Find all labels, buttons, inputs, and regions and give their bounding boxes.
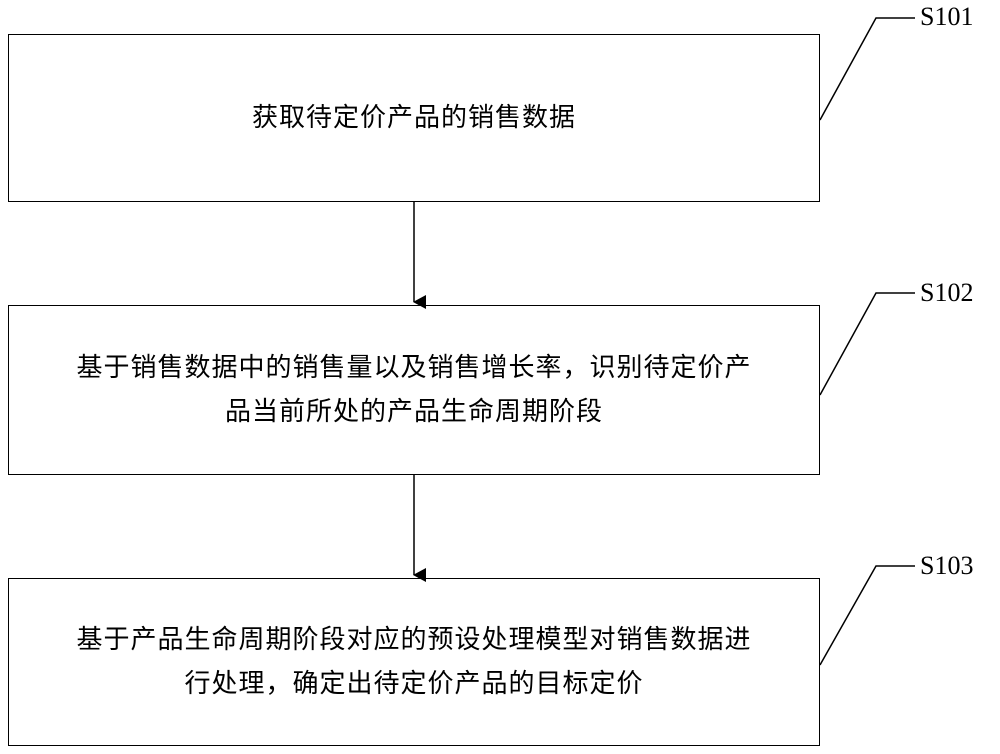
step-text-s103: 基于产品生命周期阶段对应的预设处理模型对销售数据进 行处理，确定出待定价产品的目… — [76, 618, 751, 706]
leader-line-s101 — [819, 17, 915, 121]
step-text-line: 行处理，确定出待定价产品的目标定价 — [184, 669, 644, 699]
step-text-line: 品当前所处的产品生命周期阶段 — [224, 397, 603, 427]
step-box-s101: 获取待定价产品的销售数据 — [8, 34, 820, 202]
step-id-s102: S102 — [920, 278, 974, 307]
step-text-line: 基于销售数据中的销售量以及销售增长率，识别待定价产 — [76, 353, 752, 383]
step-box-s103: 基于产品生命周期阶段对应的预设处理模型对销售数据进 行处理，确定出待定价产品的目… — [8, 578, 820, 746]
step-text-line: 获取待定价产品的销售数据 — [251, 103, 576, 133]
step-id-s103: S103 — [920, 551, 974, 580]
step-box-s102: 基于销售数据中的销售量以及销售增长率，识别待定价产 品当前所处的产品生命周期阶段 — [8, 305, 820, 475]
leader-line-s102 — [819, 292, 915, 396]
step-text-line: 基于产品生命周期阶段对应的预设处理模型对销售数据进 — [76, 625, 752, 655]
step-id-s101: S101 — [920, 2, 974, 31]
step-text-s101: 获取待定价产品的销售数据 — [252, 96, 576, 140]
step-text-s102: 基于销售数据中的销售量以及销售增长率，识别待定价产 品当前所处的产品生命周期阶段 — [76, 346, 751, 434]
leader-line-s103 — [819, 565, 915, 666]
